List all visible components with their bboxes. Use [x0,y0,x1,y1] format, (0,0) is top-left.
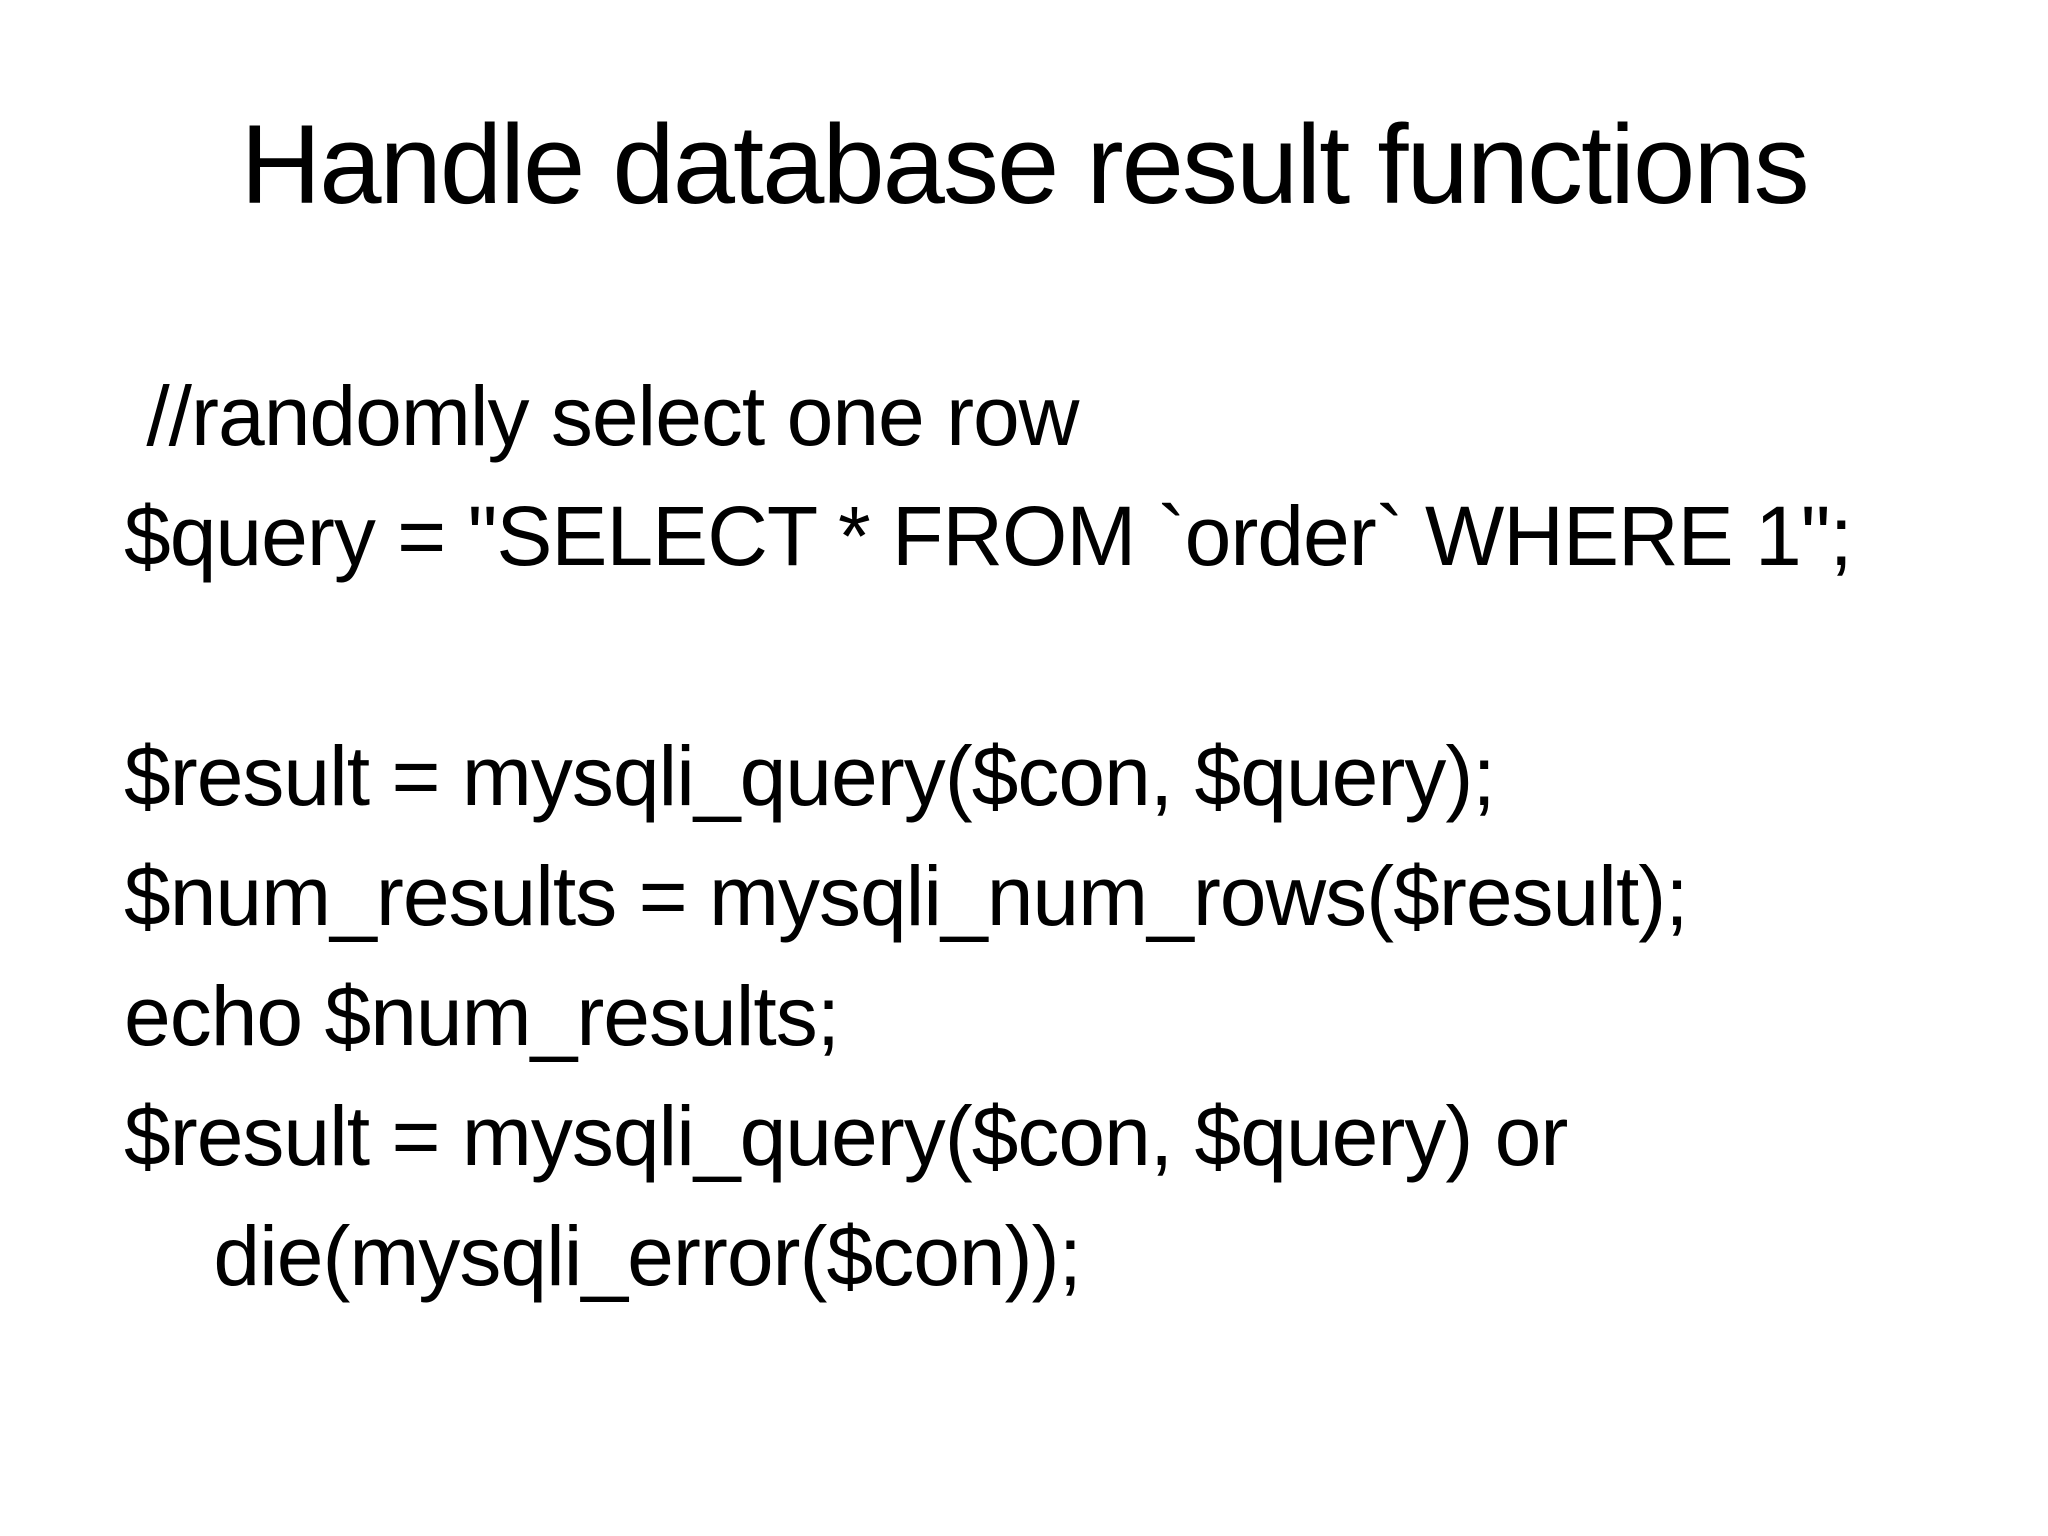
slide-title: Handle database result functions [240,102,1809,227]
code-line: $result = mysqli_query($con, $query) or [124,1089,1568,1183]
code-line: $query = "SELECT * FROM `order` WHERE 1"… [124,489,1853,583]
code-line: $num_results = mysqli_num_rows($result); [124,849,1689,943]
code-block: //randomly select one row $query = "SELEC… [124,356,1984,1316]
code-line: echo $num_results; [124,969,840,1063]
code-line: //randomly select one row [124,369,1079,463]
code-line: $result = mysqli_query($con, $query); [124,729,1496,823]
code-line: die(mysqli_error($con)); [124,1209,1082,1303]
code-line [124,596,1984,716]
